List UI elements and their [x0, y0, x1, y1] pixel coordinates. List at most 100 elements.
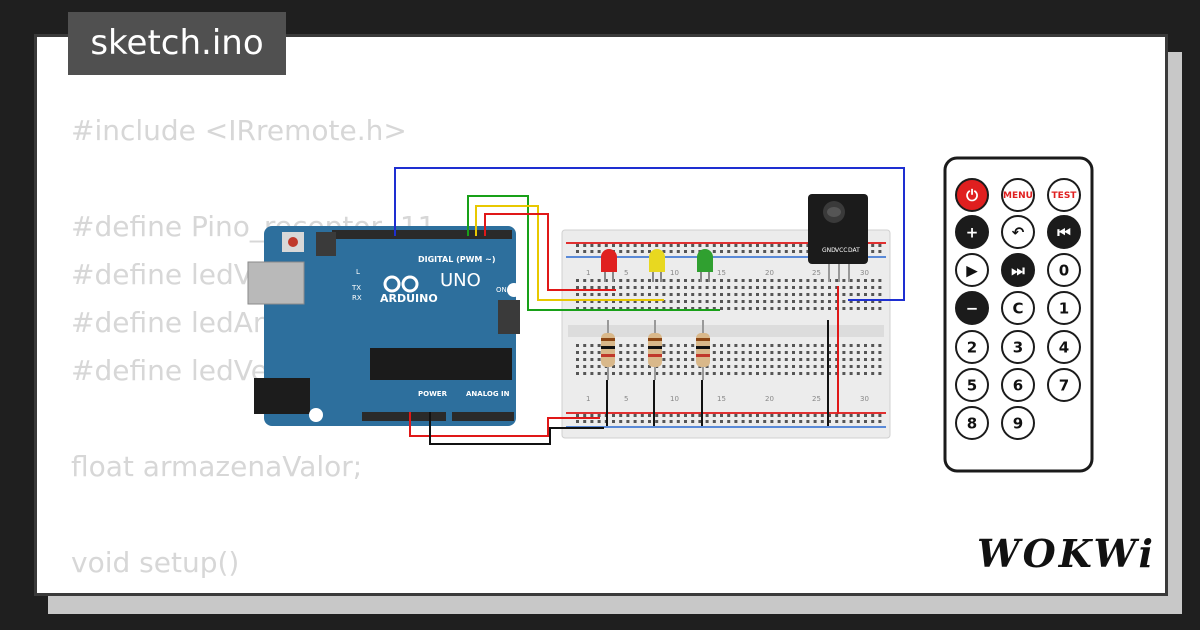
breadboard-hole — [871, 365, 875, 368]
digit-5-button[interactable]: 5 — [955, 368, 989, 402]
breadboard-hole — [856, 344, 860, 347]
menu-button[interactable]: MENU — [1001, 178, 1035, 212]
ir-receptor[interactable]: GND VCC DAT — [808, 194, 868, 282]
breadboard-hole — [662, 358, 666, 361]
breadboard-hole — [748, 279, 752, 282]
digit-4-button[interactable]: 4 — [1047, 330, 1081, 364]
breadboard: 1 5 10 15 20 25 30 1 5 10 15 20 25 30 — [561, 229, 891, 439]
plus-button[interactable]: + — [955, 215, 989, 249]
breadboard-hole — [784, 307, 788, 310]
test-button[interactable]: TEST — [1047, 178, 1081, 212]
breadboard-hole — [691, 286, 695, 289]
breadboard-hole — [648, 279, 651, 282]
digit-6-button[interactable]: 6 — [1001, 368, 1035, 402]
breadboard-hole — [741, 358, 745, 361]
breadboard-hole — [590, 300, 594, 303]
breadboard-hole — [777, 344, 781, 347]
breadboard-hole — [849, 358, 853, 361]
breadboard-hole — [864, 344, 867, 347]
breadboard-hole — [640, 420, 644, 423]
resistor[interactable] — [648, 320, 662, 380]
breadboard-hole — [590, 365, 594, 368]
led-green[interactable] — [697, 249, 713, 282]
led-yellow[interactable] — [649, 249, 665, 282]
breadboard-hole — [583, 365, 587, 368]
digit-1-button[interactable]: 1 — [1047, 291, 1081, 325]
next-button[interactable]: ⏭ — [1001, 253, 1035, 287]
breadboard-hole — [633, 279, 637, 282]
breadboard-hole — [597, 293, 601, 296]
breadboard-hole — [633, 351, 637, 354]
breadboard-hole — [655, 372, 659, 375]
breadboard-hole — [849, 279, 853, 282]
play-button[interactable]: ▶ — [955, 253, 989, 287]
breadboard-hole — [792, 414, 795, 417]
remote-button-label: ▶ — [966, 261, 978, 279]
breadboard-hole — [871, 420, 875, 423]
wire-5v — [409, 412, 600, 437]
prev-button[interactable]: ⏮ — [1047, 215, 1081, 249]
breadboard-hole — [748, 300, 752, 303]
breadboard-hole — [684, 372, 687, 375]
breadboard-hole — [669, 293, 673, 296]
col-number: 10 — [670, 269, 679, 277]
arduino-uno[interactable]: DIGITAL (PWM ~) UNO ARDUINO ANALOG IN PO… — [247, 226, 521, 426]
breadboard-hole — [684, 351, 687, 354]
breadboard-hole — [784, 344, 788, 347]
breadboard-hole — [597, 351, 601, 354]
breadboard-hole — [662, 372, 666, 375]
breadboard-hole — [691, 244, 695, 247]
breadboard-hole — [792, 365, 795, 368]
breadboard-hole — [720, 414, 723, 417]
breadboard-hole — [799, 420, 803, 423]
minus-button[interactable]: − — [955, 291, 989, 325]
breadboard-hole — [720, 250, 723, 253]
digit-9-button[interactable]: 9 — [1001, 406, 1035, 440]
breadboard-hole — [648, 414, 651, 417]
resistor[interactable] — [601, 320, 615, 380]
breadboard-hole — [576, 286, 579, 289]
breadboard-hole — [684, 279, 687, 282]
breadboard-hole — [597, 250, 601, 253]
on-label: ON — [496, 286, 507, 294]
breadboard-hole — [878, 293, 882, 296]
breadboard-hole — [835, 358, 839, 361]
remote-button-label: − — [966, 299, 979, 317]
breadboard-hole — [763, 307, 767, 310]
file-tab[interactable]: sketch.ino — [68, 12, 286, 75]
breadboard-hole — [712, 250, 716, 253]
led-red[interactable] — [601, 249, 617, 282]
breadboard-hole — [576, 358, 579, 361]
digit-3-button[interactable]: 3 — [1001, 330, 1035, 364]
analog-header — [452, 412, 514, 421]
breadboard-hole — [792, 300, 795, 303]
breadboard-hole — [669, 420, 673, 423]
breadboard-hole — [763, 372, 767, 375]
back-button[interactable]: ↶ — [1001, 215, 1035, 249]
breadboard-hole — [698, 244, 702, 247]
digit-0-button[interactable]: 0 — [1047, 253, 1081, 287]
breadboard-hole — [828, 420, 831, 423]
breadboard-hole — [691, 344, 695, 347]
breadboard-hole — [763, 351, 767, 354]
clear-button[interactable]: C — [1001, 291, 1035, 325]
remote-button-label: 9 — [1013, 414, 1023, 432]
digit-2-button[interactable]: 2 — [955, 330, 989, 364]
digit-8-button[interactable]: 8 — [955, 406, 989, 440]
power-button[interactable]: ⏻ — [955, 178, 989, 212]
breadboard-hole — [806, 293, 810, 296]
breadboard-hole — [705, 300, 709, 303]
breadboard-hole — [676, 300, 680, 303]
breadboard-hole — [662, 307, 666, 310]
breadboard-hole — [878, 414, 882, 417]
col-number: 25 — [812, 395, 821, 403]
digit-7-button[interactable]: 7 — [1047, 368, 1081, 402]
breadboard-hole — [626, 414, 630, 417]
breadboard-hole — [864, 420, 867, 423]
breadboard-hole — [770, 351, 774, 354]
resistor[interactable] — [696, 320, 710, 380]
breadboard-hole — [662, 293, 666, 296]
remote-button-label: 4 — [1059, 338, 1069, 356]
breadboard-hole — [712, 293, 716, 296]
